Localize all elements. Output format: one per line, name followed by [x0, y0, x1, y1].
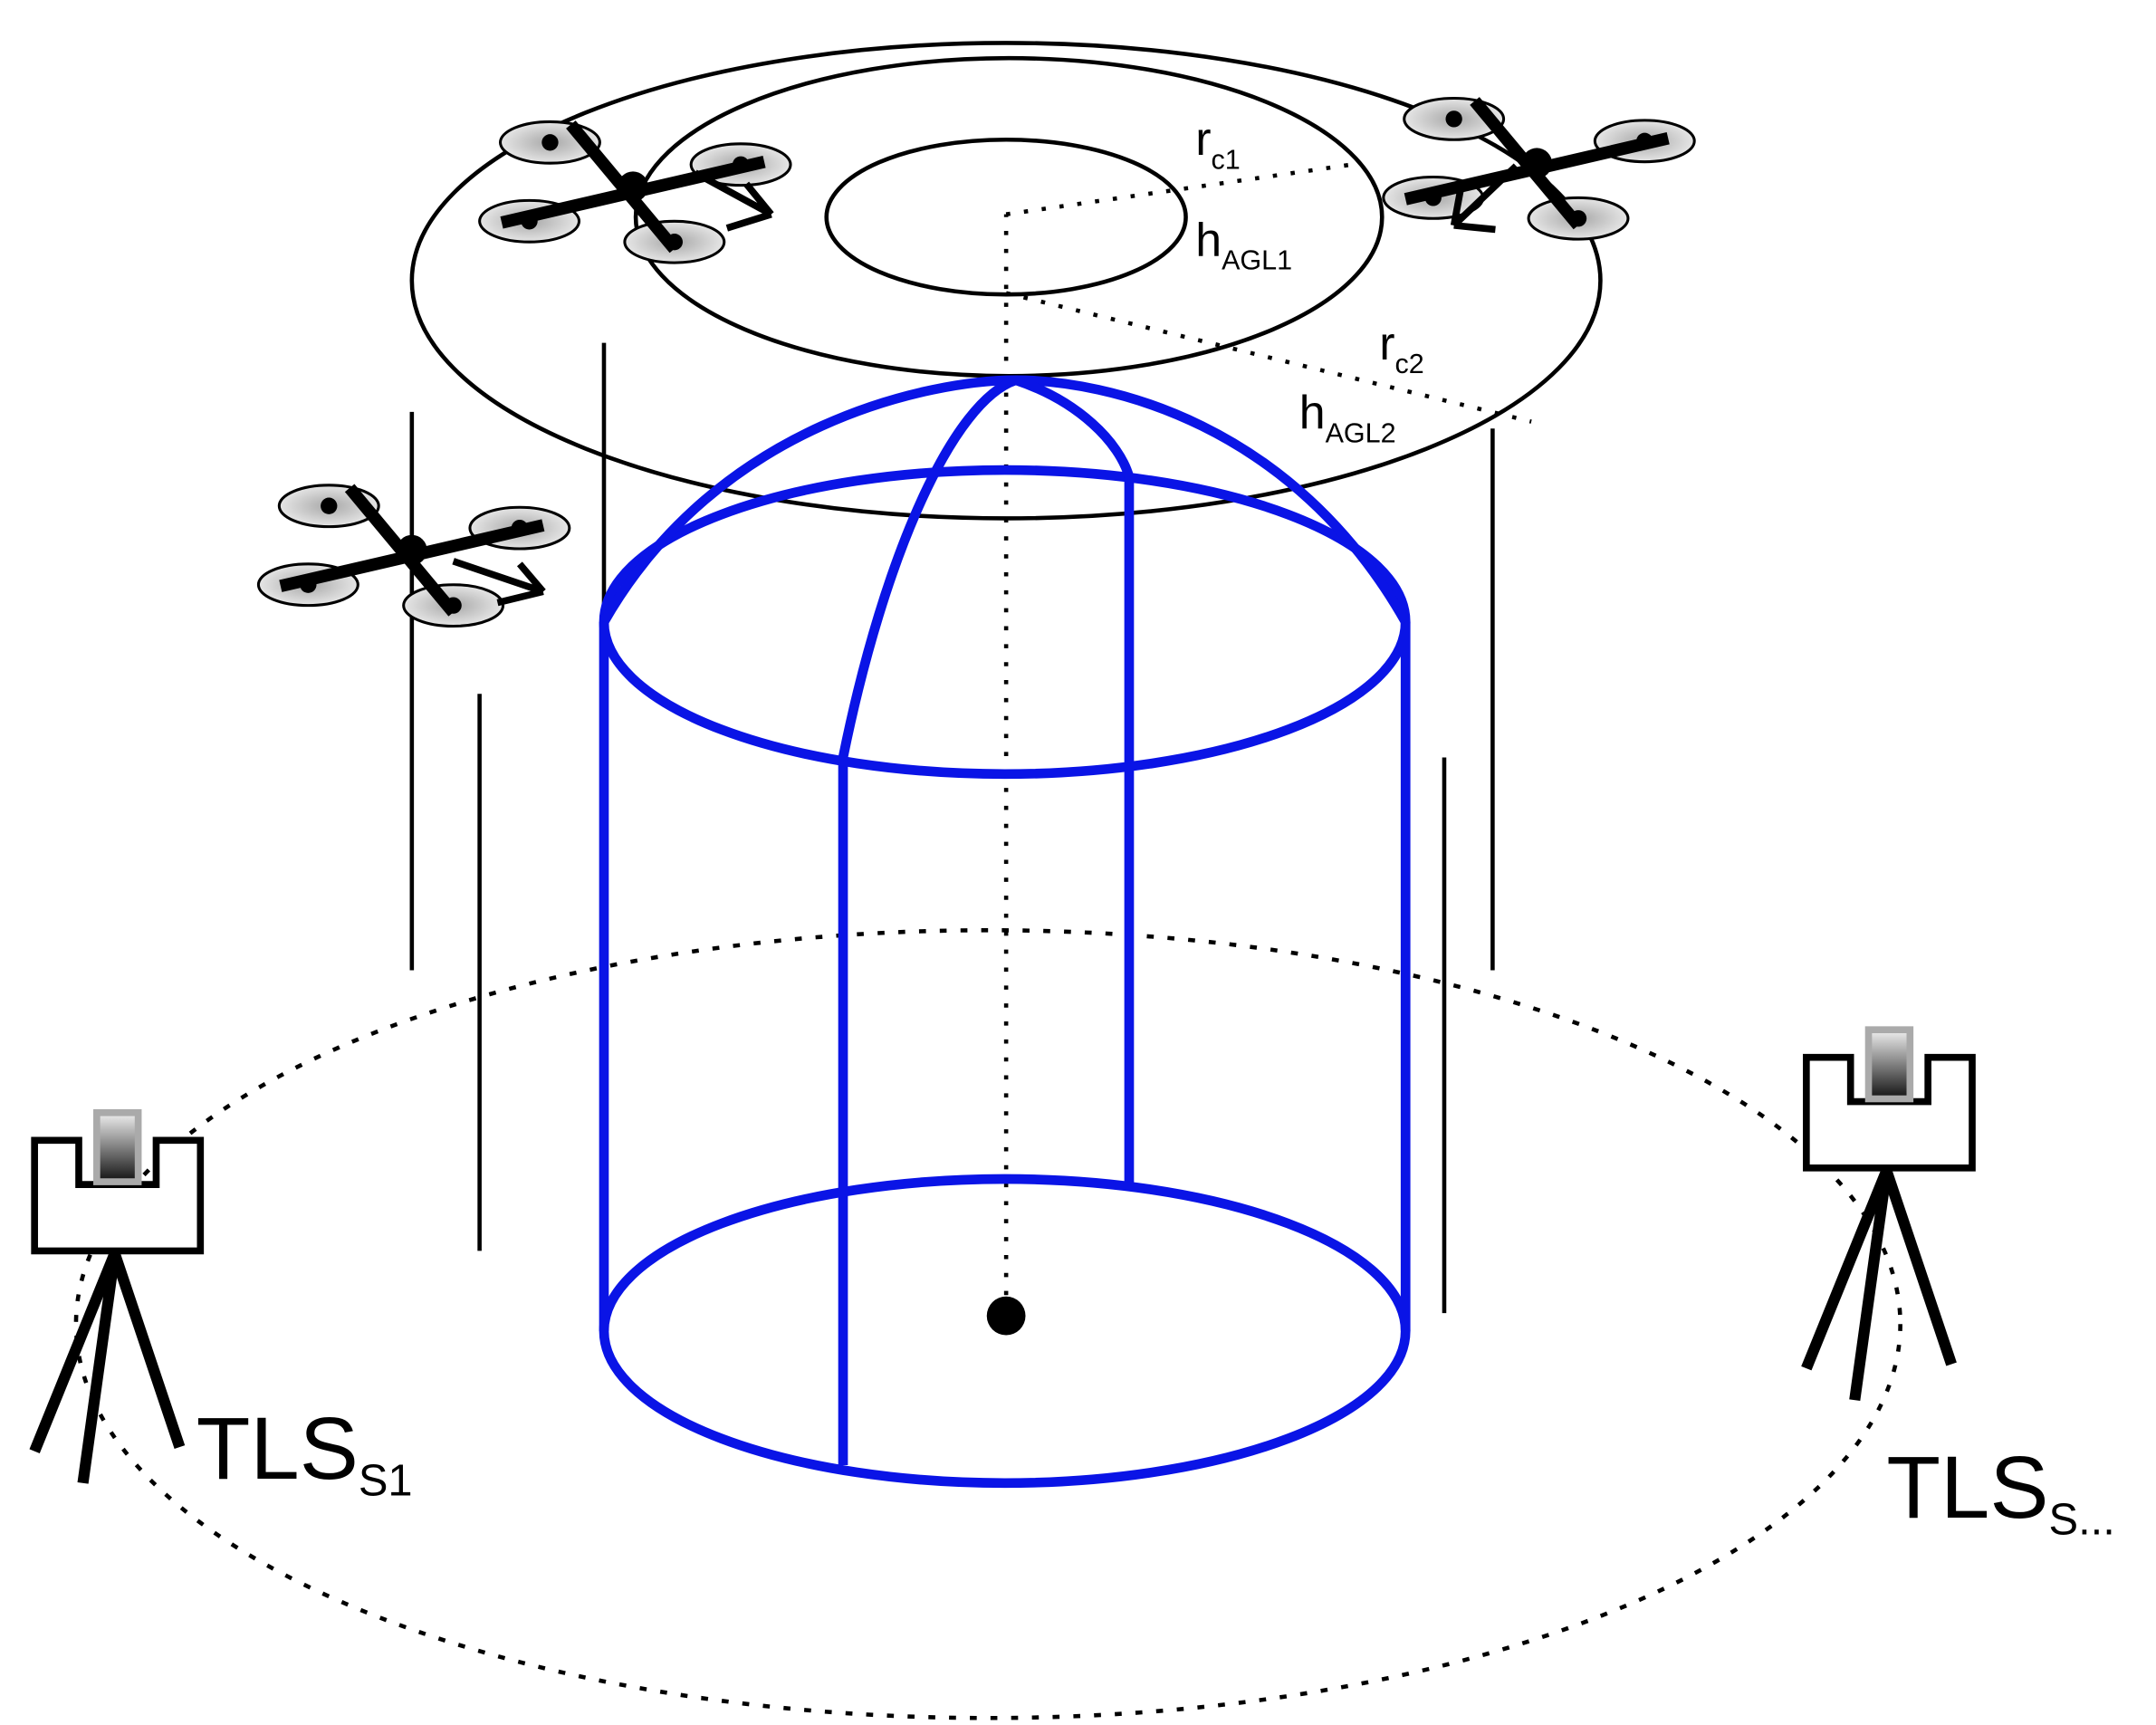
label-rc2-main: r [1379, 317, 1394, 369]
quadcopter-icon [258, 485, 569, 627]
label-tls-s1-main: TLS [196, 1399, 359, 1498]
label-hagl1: hAGL1 [1195, 213, 1292, 275]
label-hagl2-sub: AGL2 [1326, 418, 1396, 449]
label-rc1: rc1 [1195, 112, 1241, 175]
label-tls-s1-sub: S1 [359, 1457, 413, 1506]
label-rc2-sub: c2 [1395, 349, 1424, 379]
label-tls-sn: TLSS... [1886, 1438, 2114, 1544]
label-hagl1-sub: AGL1 [1222, 245, 1292, 276]
middle-flight-ring [633, 55, 1385, 379]
radius-height-dotted-lines [1003, 160, 1532, 1314]
tank-structure [599, 375, 1411, 1489]
label-hagl2: hAGL2 [1299, 386, 1396, 448]
quadcopter-icon [480, 121, 791, 263]
tripod-scanner-icon [34, 1113, 200, 1483]
label-tls-sn-main: TLS [1886, 1438, 2048, 1537]
center-point [986, 1296, 1026, 1336]
label-rc1-sub: c1 [1212, 144, 1241, 175]
label-tls-sn-sub: S... [2049, 1495, 2115, 1544]
label-hagl2-main: h [1299, 386, 1326, 438]
vertical-reference-lines [409, 342, 1495, 1314]
quadcopter-icon [1384, 98, 1694, 239]
label-tls-s1: TLSS1 [196, 1399, 413, 1505]
tls-station-circle [73, 927, 1902, 1720]
label-rc1-main: r [1195, 112, 1211, 165]
label-rc2: rc2 [1379, 317, 1424, 379]
tripod-scanner-icon [1806, 1030, 1972, 1400]
label-hagl1-main: h [1195, 213, 1222, 265]
